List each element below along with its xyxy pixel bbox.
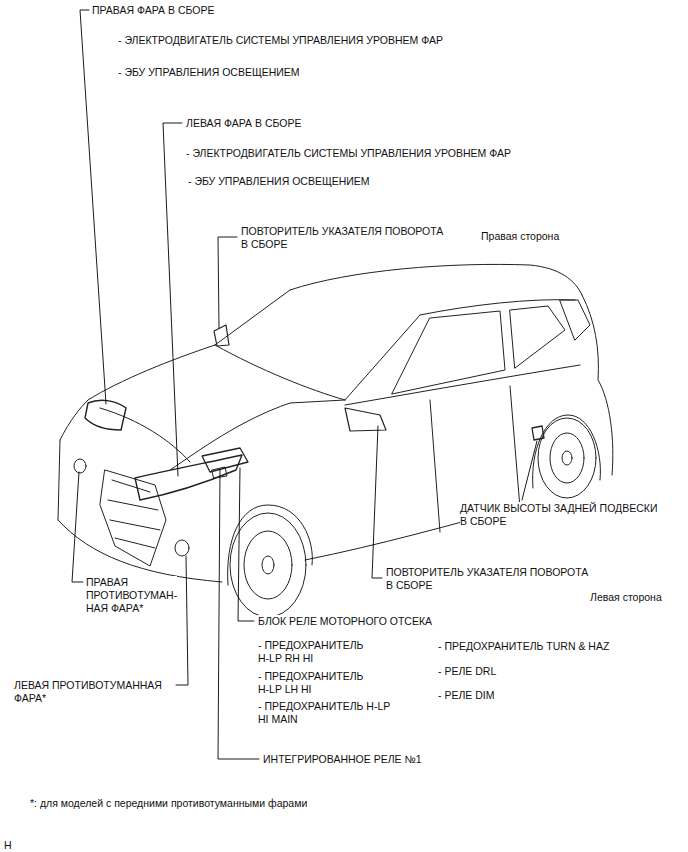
sub-part-label: - ЭБУ УПРАВЛЕНИЯ ОСВЕЩЕНИЕМ [188,175,370,188]
label-line: НАЯ ФАРА* [86,602,177,615]
label-line: - ПРЕДОХРАНИТЕЛЬ [258,670,363,683]
sub-part-label: - ПРЕДОХРАНИТЕЛЬ H-LP RH HI [258,639,363,665]
footnote: *: для моделей с передними противотуманн… [30,797,307,810]
part-label: БЛОК РЕЛЕ МОТОРНОГО ОТСЕКА [258,615,432,628]
label-line: ПОВТОРИТЕЛЬ УКАЗАТЕЛЯ ПОВОРОТА [241,225,443,238]
part-label: ПРАВАЯ ПРОТИВОТУМАН- НАЯ ФАРА* [86,576,177,615]
label-line: ПРАВАЯ [86,576,177,589]
label-line: ФАРА* [14,692,162,705]
part-label: ПРАВАЯ ФАРА В СБОРЕ [92,4,214,17]
sub-part-label: - РЕЛЕ DIM [438,689,494,702]
label-line: ПРОТИВОТУМАН- [86,589,177,602]
part-label: ПОВТОРИТЕЛЬ УКАЗАТЕЛЯ ПОВОРОТА В СБОРЕ [386,566,588,592]
side-label: Левая сторона [590,591,662,604]
sub-part-label: - РЕЛЕ DRL [438,665,496,678]
part-label: ДАТЧИК ВЫСОТЫ ЗАДНЕЙ ПОДВЕСКИ В СБОРЕ [460,502,657,528]
label-line: В СБОРЕ [241,238,443,251]
sub-part-label: - ПРЕДОХРАНИТЕЛЬ H-LP LH HI [258,670,363,696]
label-line: HI MAIN [258,713,390,726]
sub-part-label: - ЭЛЕКТРОДВИГАТЕЛЬ СИСТЕМЫ УПРАВЛЕНИЯ УР… [186,147,511,160]
label-line: - ПРЕДОХРАНИТЕЛЬ [258,639,363,652]
sub-part-label: - ЭЛЕКТРОДВИГАТЕЛЬ СИСТЕМЫ УПРАВЛЕНИЯ УР… [118,34,443,47]
label-line: В СБОРЕ [386,579,588,592]
sub-part-label: - ПРЕДОХРАНИТЕЛЬ H-LP HI MAIN [258,700,390,726]
part-label: ЛЕВАЯ ПРОТИВОТУМАННАЯ ФАРА* [14,679,162,705]
label-line: ЛЕВАЯ ПРОТИВОТУМАННАЯ [14,679,162,692]
sub-part-label: - ПРЕДОХРАНИТЕЛЬ TURN & HAZ [438,640,609,653]
figure-code: H [4,839,12,852]
label-line: ДАТЧИК ВЫСОТЫ ЗАДНЕЙ ПОДВЕСКИ [460,502,657,515]
label-line: H-LP RH HI [258,652,363,665]
label-line: ПОВТОРИТЕЛЬ УКАЗАТЕЛЯ ПОВОРОТА [386,566,588,579]
label-line: - ПРЕДОХРАНИТЕЛЬ H-LP [258,700,390,713]
part-label: ИНТЕГРИРОВАННОЕ РЕЛЕ №1 [263,753,422,766]
part-label: ПОВТОРИТЕЛЬ УКАЗАТЕЛЯ ПОВОРОТА В СБОРЕ [241,225,443,251]
side-label: Правая сторона [481,230,559,243]
label-line: В СБОРЕ [460,515,657,528]
part-label: ЛЕВАЯ ФАРА В СБОРЕ [186,117,301,130]
sub-part-label: - ЭБУ УПРАВЛЕНИЯ ОСВЕЩЕНИЕМ [118,66,300,79]
label-line: H-LP LH HI [258,683,363,696]
